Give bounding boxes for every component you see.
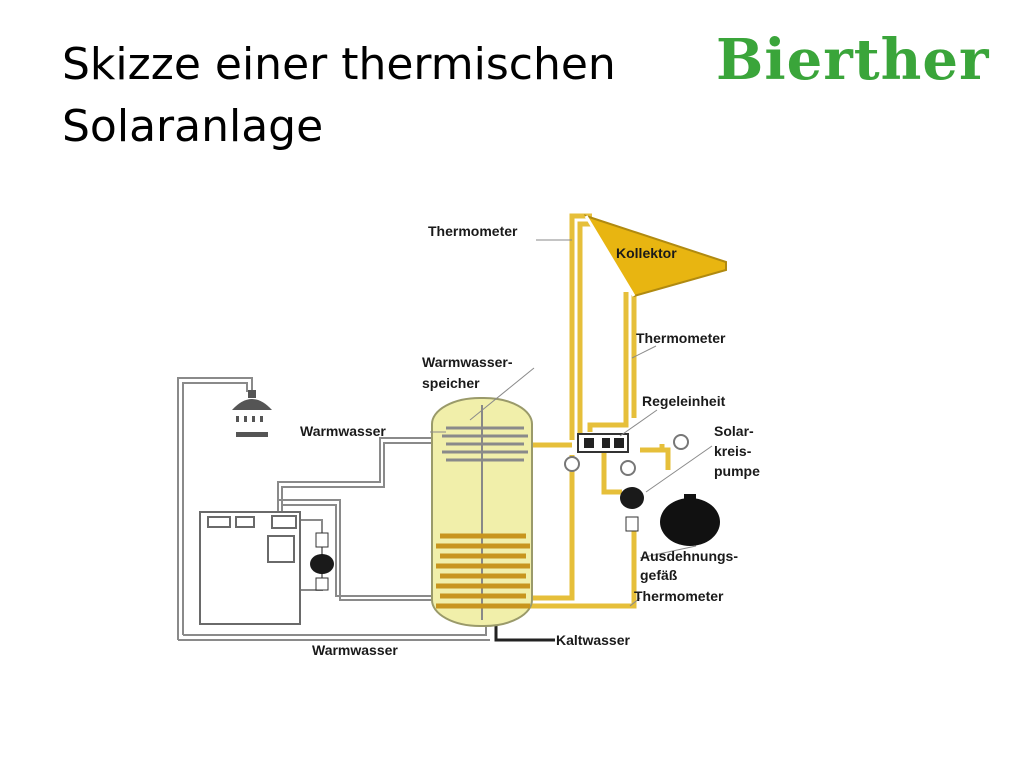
solar-collector [583, 214, 727, 298]
warm-water-label-bottom: Warmwasser [312, 642, 398, 658]
expansion-label-line1: Ausdehnungs- [640, 548, 738, 564]
collector-label: Kollektor [616, 245, 677, 261]
solar-circuit-pipes [530, 213, 671, 609]
title-line-1: Skizze einer thermischen [62, 39, 616, 90]
storage-tank [431, 397, 533, 627]
heating-boiler [199, 511, 301, 625]
bierther-logo: Bierther [716, 27, 990, 93]
tank-label-line1: Warmwasser- [422, 354, 513, 370]
slide-title: Skizze einer thermischen Solaranlage [62, 34, 616, 158]
warm-water-label-top: Warmwasser [300, 423, 386, 439]
thermometer-label-bottom: Thermometer [634, 588, 724, 604]
boiler-pump-icon [310, 532, 334, 591]
domestic-water-pipes [177, 377, 555, 642]
thermometer-label-top: Thermometer [428, 223, 518, 239]
leader-lines [430, 239, 713, 607]
control-unit-icon [577, 433, 629, 453]
control-unit-label: Regeleinheit [642, 393, 726, 409]
thermometer-icon [564, 434, 689, 476]
thermometer-label-mid: Thermometer [636, 330, 726, 346]
pump-label-line1: Solar- [714, 423, 754, 439]
lower-heat-coil [436, 533, 530, 609]
expansion-vessel-icon [660, 494, 720, 546]
cold-water-label: Kaltwasser [556, 632, 630, 648]
pump-label-line3: pumpe [714, 463, 760, 479]
title-line-2: Solaranlage [62, 101, 324, 152]
pump-label-line2: kreis- [714, 443, 752, 459]
shower-head-icon [232, 390, 272, 437]
upper-heat-coil [442, 426, 528, 462]
tank-label-line2: speicher [422, 375, 480, 391]
solar-pump-icon [620, 487, 644, 532]
expansion-label-line2: gefäß [640, 567, 678, 583]
